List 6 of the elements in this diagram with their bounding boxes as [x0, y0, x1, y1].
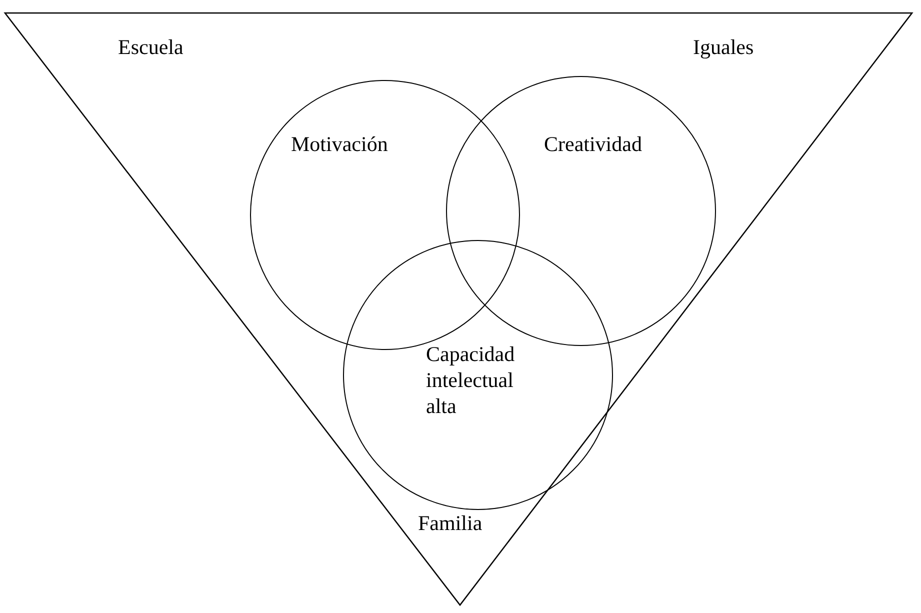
region-label: Escuela	[118, 34, 184, 61]
region-label: Familia	[418, 510, 482, 537]
circle-label: Motivación	[291, 131, 388, 158]
region-label: Iguales	[693, 34, 754, 61]
circle-label: Capacidad intelectual alta	[426, 341, 516, 419]
circle-label: Creatividad	[544, 131, 642, 158]
